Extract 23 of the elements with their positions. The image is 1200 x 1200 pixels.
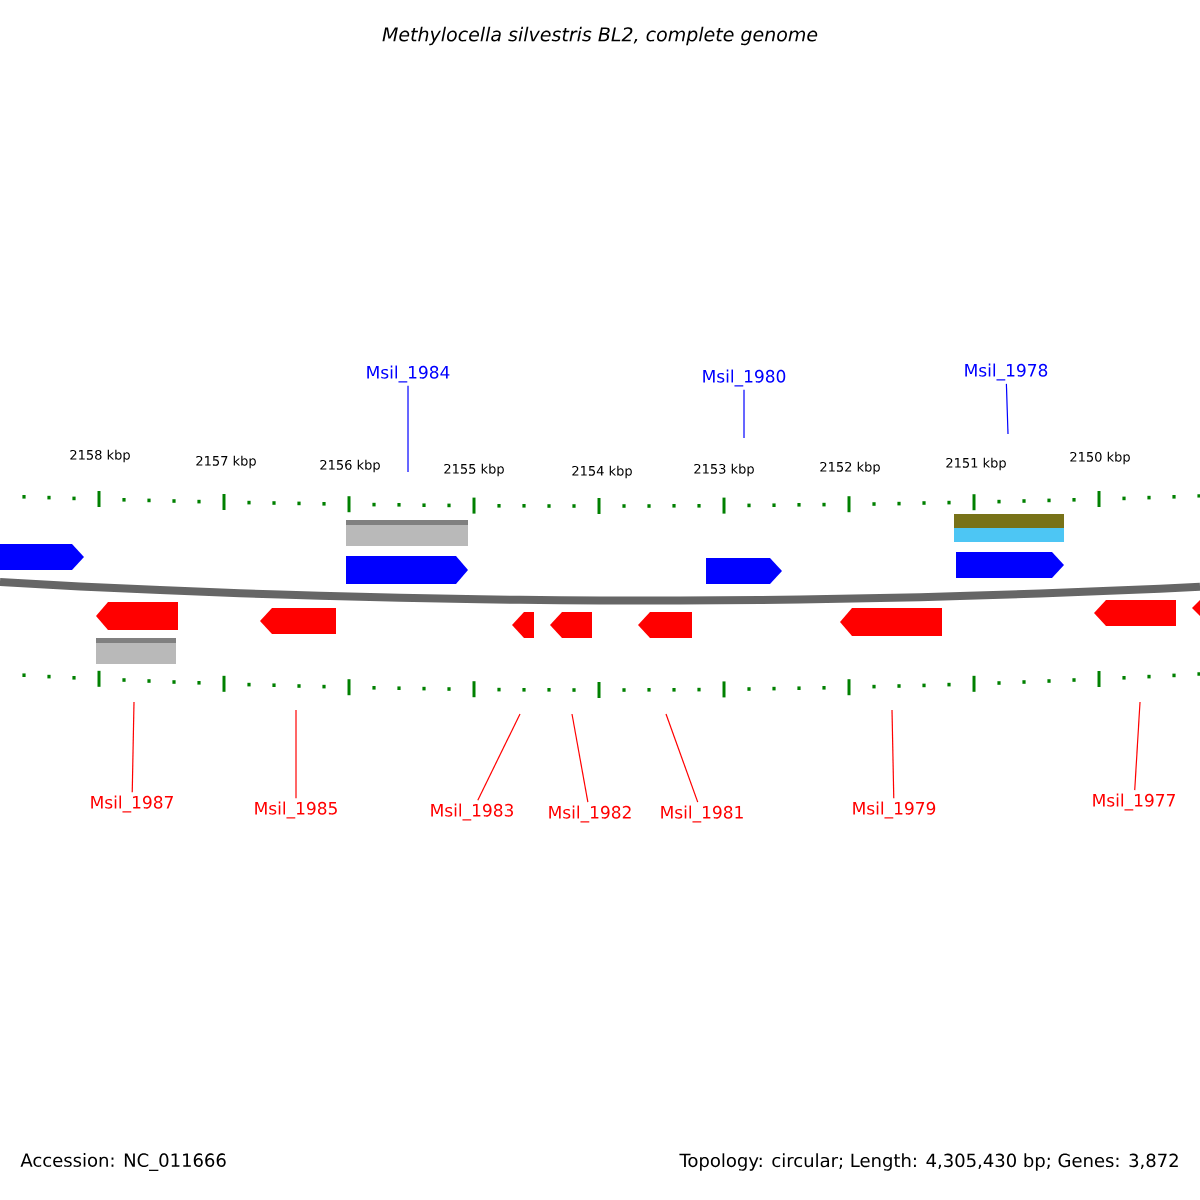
gene-label: Msil_1982 [549, 805, 631, 823]
leader-line [571, 713, 589, 803]
leader-line [295, 709, 297, 799]
gene-label: Msil_1981 [661, 805, 743, 823]
gene-label: Msil_1980 [703, 369, 786, 387]
diagram-title: Methylocella silvestris BL2, complete genome [382, 26, 818, 46]
leader-line [1005, 383, 1009, 435]
gene-label: Msil_1984 [367, 365, 450, 383]
leader-line [1134, 701, 1141, 791]
leader-line [477, 713, 521, 801]
leader-line [891, 709, 895, 799]
leader-line [407, 385, 409, 473]
gene-label: Msil_1987 [91, 795, 173, 813]
footer-text: Accession: NC_011666 [20, 1153, 226, 1171]
footer-text: Topology: circular; Length: 4,305,430 bp; Genes: 3,872 [679, 1153, 1178, 1171]
gene-label: Msil_1977 [1093, 793, 1175, 811]
gene-label: Msil_1983 [431, 803, 513, 821]
leader-line [131, 701, 135, 793]
gene-label: Msil_1978 [965, 363, 1048, 381]
leader-line [743, 389, 745, 439]
leader-line [665, 713, 699, 803]
gene-label: Msil_1979 [853, 801, 936, 819]
gene-label: Msil_1985 [255, 801, 337, 819]
